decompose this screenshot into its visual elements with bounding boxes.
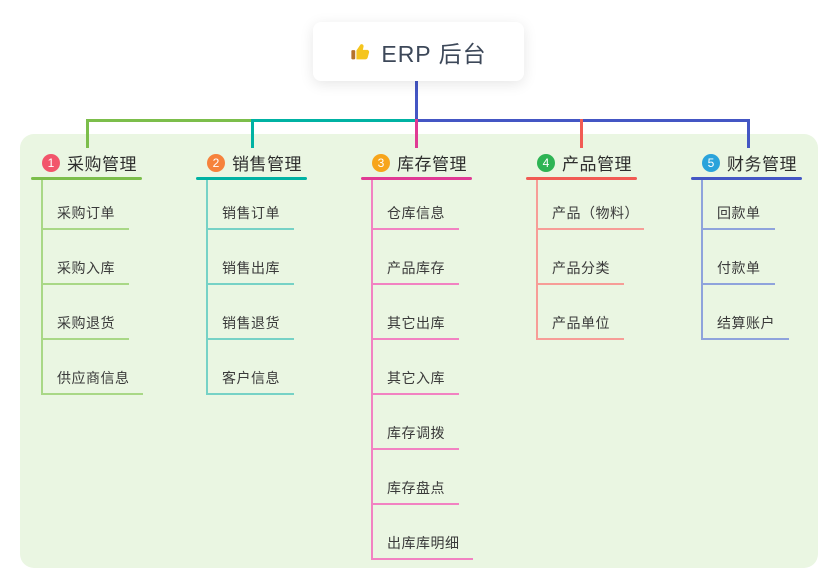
bus-line-purchase xyxy=(86,119,253,122)
node-item[interactable]: 库存盘点 xyxy=(387,480,445,496)
branch-badge: 5 xyxy=(702,153,720,172)
branch-badge: 3 xyxy=(372,153,390,172)
item-underline xyxy=(536,283,624,285)
branch-child-line xyxy=(41,180,43,395)
item-underline xyxy=(371,283,459,285)
item-underline xyxy=(206,228,294,230)
branch-title-inventory[interactable]: 3 库存管理 xyxy=(372,150,467,175)
node-item[interactable]: 销售退货 xyxy=(222,315,280,331)
branch-badge: 1 xyxy=(42,153,60,172)
node-item[interactable]: 其它入库 xyxy=(387,370,445,386)
root-title: ERP 后台 xyxy=(381,40,487,67)
branch-child-line xyxy=(536,180,538,340)
node-item[interactable]: 供应商信息 xyxy=(57,370,130,386)
item-underline xyxy=(536,338,624,340)
item-underline xyxy=(371,558,473,560)
branch-title-product[interactable]: 4 产品管理 xyxy=(537,150,632,175)
node-item[interactable]: 回款单 xyxy=(717,205,761,221)
node-item[interactable]: 采购订单 xyxy=(57,205,115,221)
node-item[interactable]: 出库库明细 xyxy=(387,535,460,551)
item-underline xyxy=(371,448,459,450)
item-underline xyxy=(41,228,129,230)
node-item[interactable]: 客户信息 xyxy=(222,370,280,386)
branch-title-label: 采购管理 xyxy=(67,155,137,174)
branch-title-sales[interactable]: 2 销售管理 xyxy=(207,150,302,175)
node-item[interactable]: 销售订单 xyxy=(222,205,280,221)
branch-underline xyxy=(196,177,307,180)
item-underline xyxy=(701,228,775,230)
item-underline xyxy=(536,228,644,230)
drop-line-finance xyxy=(747,119,750,148)
node-item[interactable]: 产品单位 xyxy=(552,315,610,331)
node-item[interactable]: 仓库信息 xyxy=(387,205,445,221)
node-item[interactable]: 采购退货 xyxy=(57,315,115,331)
item-underline xyxy=(41,338,129,340)
drop-line-inventory xyxy=(415,119,418,148)
branch-badge: 2 xyxy=(207,153,225,172)
item-underline xyxy=(206,338,294,340)
item-underline xyxy=(206,393,294,395)
node-item[interactable]: 采购入库 xyxy=(57,260,115,276)
item-underline xyxy=(41,283,129,285)
drop-line-product xyxy=(580,119,583,148)
branch-child-line xyxy=(206,180,208,395)
node-item[interactable]: 产品库存 xyxy=(387,260,445,276)
root-connector-line xyxy=(415,81,418,122)
item-underline xyxy=(701,283,775,285)
item-underline xyxy=(371,228,459,230)
branch-title-label: 库存管理 xyxy=(397,155,467,174)
mindmap-panel xyxy=(20,134,818,568)
drop-line-sales xyxy=(251,119,254,148)
item-underline xyxy=(206,283,294,285)
node-item[interactable]: 产品分类 xyxy=(552,260,610,276)
node-item[interactable]: 销售出库 xyxy=(222,260,280,276)
branch-underline xyxy=(691,177,802,180)
branch-title-purchase[interactable]: 1 采购管理 xyxy=(42,150,137,175)
bus-line-sales xyxy=(251,119,418,122)
drop-line-purchase xyxy=(86,119,89,148)
node-item[interactable]: 结算账户 xyxy=(717,315,775,331)
item-underline xyxy=(41,393,143,395)
item-underline xyxy=(371,393,459,395)
node-item[interactable]: 库存调拨 xyxy=(387,425,445,441)
item-underline xyxy=(701,338,789,340)
branch-underline xyxy=(361,177,472,180)
branch-child-line xyxy=(371,180,373,560)
branch-underline xyxy=(526,177,637,180)
branch-title-label: 产品管理 xyxy=(562,155,632,174)
item-underline xyxy=(371,338,459,340)
item-underline xyxy=(371,503,459,505)
branch-title-label: 财务管理 xyxy=(727,155,797,174)
branch-underline xyxy=(31,177,142,180)
branch-title-label: 销售管理 xyxy=(232,155,302,174)
branch-child-line xyxy=(701,180,703,340)
node-item[interactable]: 产品（物料） xyxy=(552,205,639,221)
node-item[interactable]: 付款单 xyxy=(717,260,761,276)
branch-badge: 4 xyxy=(537,153,555,172)
bus-line-right xyxy=(416,119,750,122)
node-item[interactable]: 其它出库 xyxy=(387,315,445,331)
branch-title-finance[interactable]: 5 财务管理 xyxy=(702,150,797,175)
root-node[interactable]: ERP 后台 xyxy=(313,22,524,81)
thumbs-up-icon xyxy=(350,41,372,63)
